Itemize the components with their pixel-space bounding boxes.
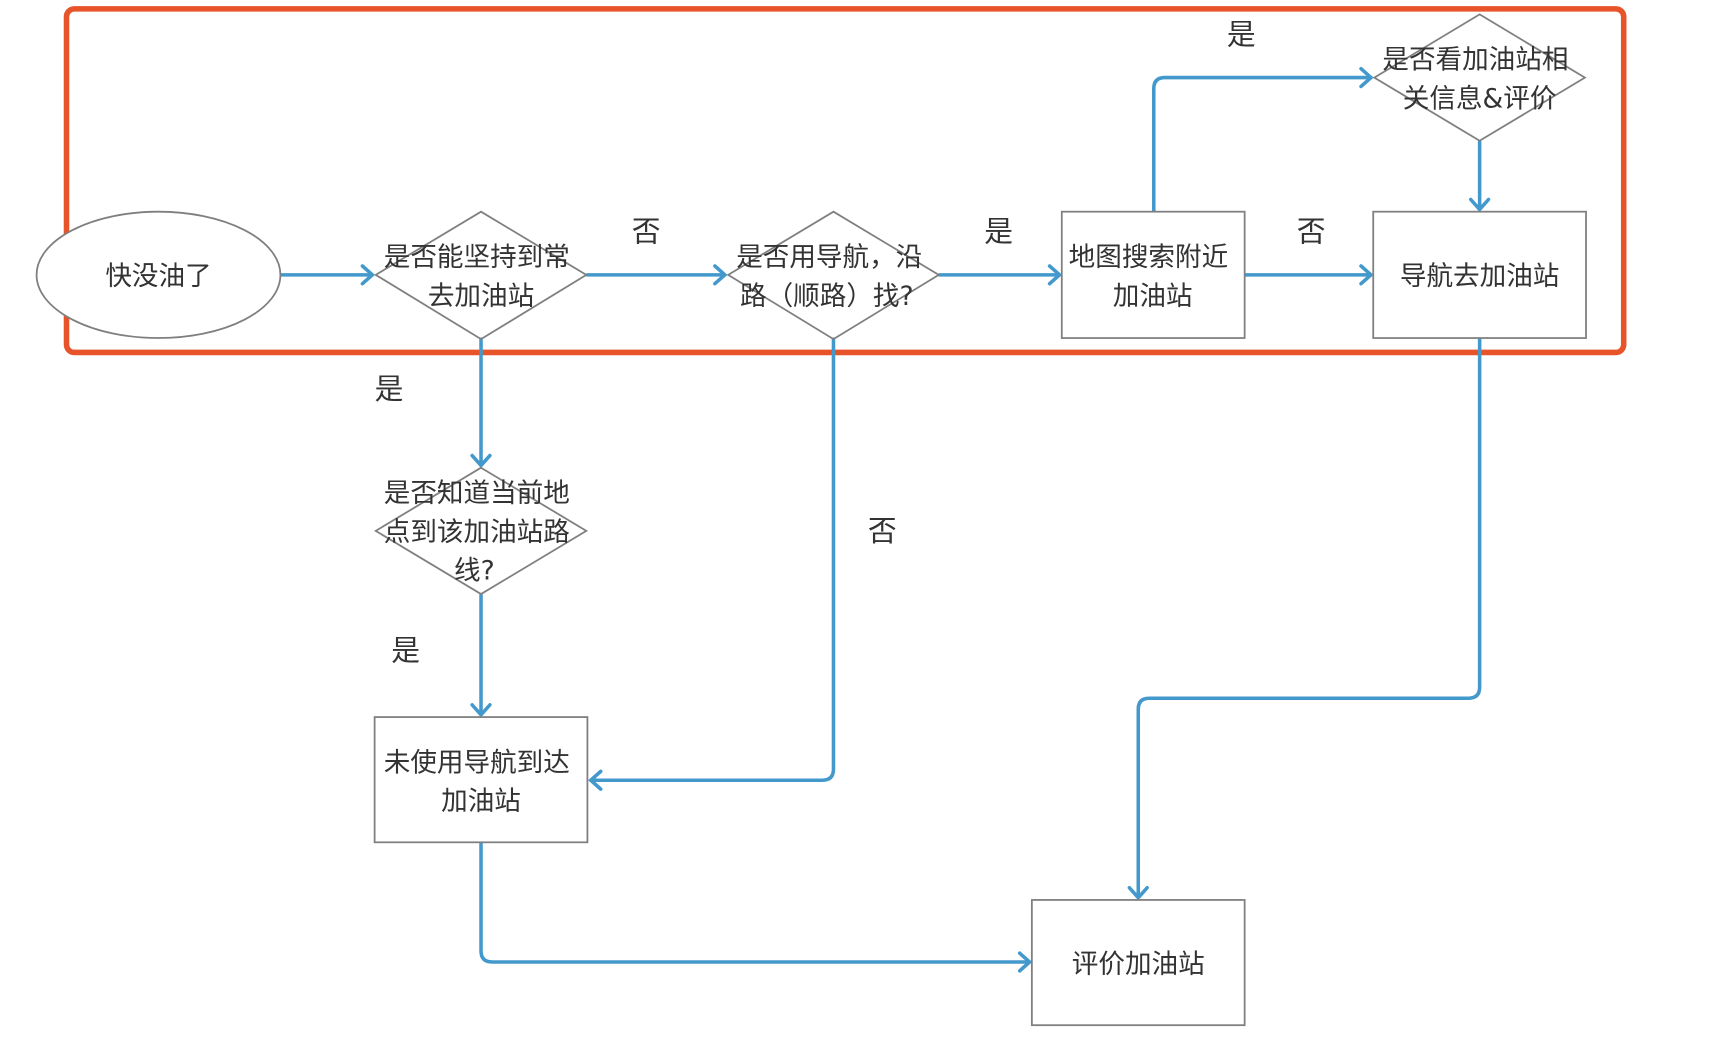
edge-label-d1-no: 否 — [632, 215, 661, 249]
decision-diamond — [1372, 13, 1587, 142]
node-arrive-label: 未使用导航到达 加油站 — [384, 747, 579, 817]
node-rate-label: 评价加油站 — [1072, 949, 1205, 980]
node-start-label: 快没油了 — [105, 261, 211, 292]
node-d1[interactable]: 是否能坚持到常 去加油站 — [374, 210, 589, 341]
arrowhead-icon — [360, 264, 376, 286]
node-navigate-label: 导航去加油站 — [1400, 261, 1559, 292]
edge-arrive-to-rate — [479, 841, 1033, 973]
edge-d1-to-d2 — [585, 264, 728, 286]
edge-label-d2-yes: 是 — [984, 215, 1013, 249]
arrowhead-icon — [470, 453, 492, 469]
node-d3-label: 是否知道当前地 点到该加油站路 线? — [384, 478, 579, 587]
process-box — [1372, 210, 1587, 339]
node-navigate[interactable]: 导航去加油站 — [1372, 210, 1587, 339]
node-search-label: 地图搜索附近 加油站 — [1069, 242, 1237, 312]
node-d2-label: 是否用导航，沿 路（顺路）找? — [736, 242, 931, 312]
arrowhead-icon — [588, 769, 603, 791]
edge-label-d3-yes: 是 — [391, 634, 420, 668]
arrowhead-icon — [1017, 951, 1033, 973]
edge-d2-to-search — [938, 264, 1063, 286]
node-start[interactable]: 快没油了 — [35, 210, 282, 339]
decision-diamond — [726, 210, 941, 341]
edge-search-to-d4 — [1152, 66, 1374, 214]
arrowhead-icon — [1468, 197, 1491, 213]
edge-label-d1-yes: 是 — [375, 372, 404, 406]
node-rate[interactable]: 评价加油站 — [1030, 899, 1246, 1027]
edge-d4-to-navigate — [1468, 140, 1491, 213]
arrowhead-icon — [1359, 264, 1374, 286]
edge-d1-to-d3 — [470, 337, 492, 469]
edge-navigate-to-rate — [1127, 337, 1482, 901]
node-d1-label: 是否能坚持到常 去加油站 — [384, 242, 579, 312]
edge-label-d2-no: 否 — [868, 514, 897, 548]
decision-diamond — [374, 210, 589, 341]
decision-diamond — [374, 466, 589, 596]
arrowhead-icon — [713, 264, 728, 286]
arrowhead-icon — [470, 703, 492, 718]
edge-label-search-yes: 是 — [1227, 17, 1256, 51]
edge-d2-to-arrive — [588, 337, 836, 791]
arrowhead-icon — [1127, 885, 1149, 901]
edge-d3-to-arrive — [470, 593, 492, 718]
node-d4-label: 是否看加油站相 关信息&评价 — [1382, 45, 1577, 115]
node-arrive[interactable]: 未使用导航到达 加油站 — [373, 716, 589, 844]
process-box — [1030, 899, 1246, 1027]
process-box — [1060, 210, 1246, 339]
node-d3[interactable]: 是否知道当前地 点到该加油站路 线? — [374, 466, 589, 596]
start-ellipse — [35, 210, 282, 339]
edge-label-search-no: 否 — [1297, 215, 1326, 249]
arrowhead-icon — [1047, 264, 1063, 286]
edges — [278, 66, 1491, 973]
edge-start-to-d1 — [278, 264, 376, 286]
node-d4[interactable]: 是否看加油站相 关信息&评价 — [1372, 13, 1587, 142]
edge-search-to-navigate — [1242, 264, 1374, 286]
edge-labels: 否 是 否 是 是 是 否 — [375, 17, 1326, 667]
node-d2[interactable]: 是否用导航，沿 路（顺路）找? — [726, 210, 941, 341]
arrowhead-icon — [1359, 66, 1374, 89]
node-search[interactable]: 地图搜索附近 加油站 — [1060, 210, 1246, 339]
highlight-box — [63, 6, 1627, 356]
process-box — [373, 716, 589, 844]
